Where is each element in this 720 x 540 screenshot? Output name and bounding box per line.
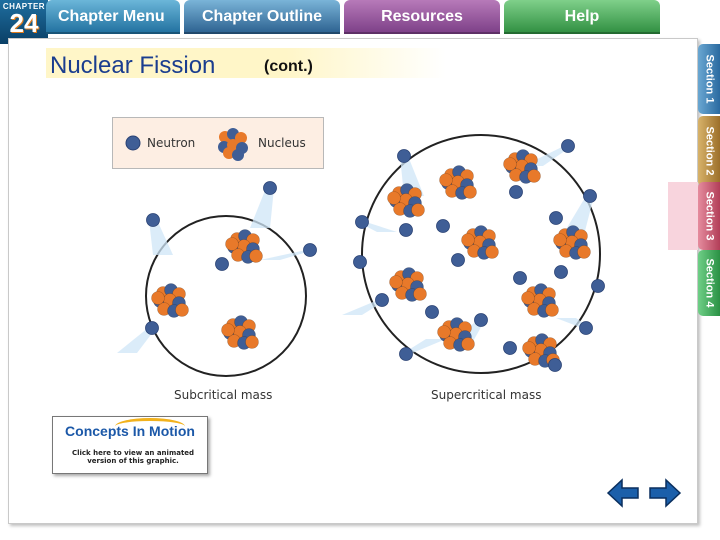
nucleus-icon (218, 128, 248, 161)
section-4-tab[interactable]: Section 4 (698, 250, 720, 316)
help-tab[interactable]: Help (504, 0, 660, 34)
legend-nucleus-label: Nucleus (258, 136, 306, 150)
legend-neutron-label: Neutron (147, 136, 195, 150)
subcritical-mass-label: Subcritical mass (174, 388, 272, 402)
chapter-outline-tab[interactable]: Chapter Outline (184, 0, 340, 34)
concepts-caption: Click here to view an animated version o… (71, 449, 195, 465)
concepts-in-motion-button[interactable]: Concepts In Motion Click here to view an… (52, 416, 208, 474)
arrow-left-icon[interactable] (606, 476, 640, 510)
chapter-number: 24 (0, 11, 48, 35)
resources-tab[interactable]: Resources (344, 0, 500, 34)
arrow-right-icon[interactable] (648, 476, 682, 510)
section-1-tab[interactable]: Section 1 (698, 44, 720, 114)
neutron-icon (126, 136, 140, 150)
section-2-label: Section 2 (703, 127, 715, 176)
concepts-logo: Concepts In Motion (57, 423, 203, 439)
section-4-label: Section 4 (703, 259, 715, 308)
section-3-tab[interactable]: Section 3 (698, 182, 720, 250)
section-3-label: Section 3 (703, 192, 715, 241)
chapter-menu-tab[interactable]: Chapter Menu (46, 0, 180, 34)
active-section-highlight (668, 182, 698, 250)
section-1-label: Section 1 (703, 55, 715, 104)
page-title: Nuclear Fission (50, 52, 215, 80)
supercritical-mass-label: Supercritical mass (431, 388, 541, 402)
section-2-tab[interactable]: Section 2 (698, 116, 720, 186)
page-subtitle: (cont.) (264, 58, 313, 76)
legend: Neutron Nucleus (112, 117, 324, 169)
top-navigation-bar: CHAPTER 24 Chapter Menu Chapter Outline … (0, 0, 720, 38)
